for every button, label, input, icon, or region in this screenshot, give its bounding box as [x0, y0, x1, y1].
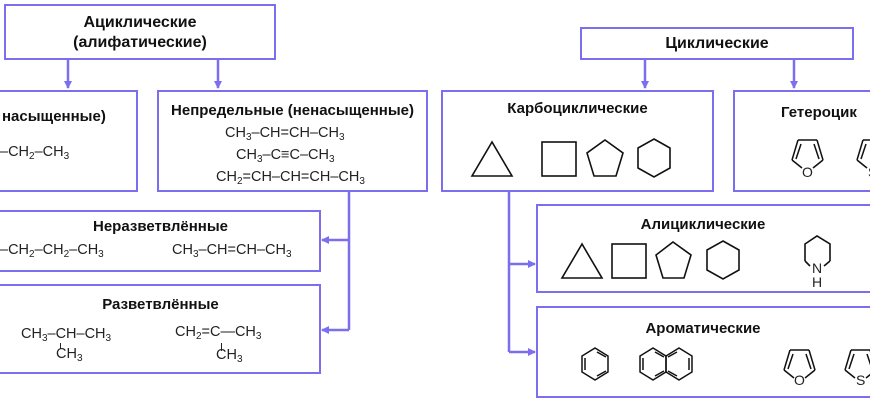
formula-isobutene: CH2=C—CH3 [175, 324, 262, 342]
formula-butyne: CH3–C≡C–CH3 [236, 147, 335, 165]
cyclopropane-icon [560, 242, 604, 279]
formula-butane: –CH2–CH2–CH3 [0, 242, 104, 260]
saturated-title: насыщенные) [2, 108, 106, 125]
acyclic-title-line2: (алифатические) [73, 34, 207, 51]
thiophene-icon [856, 139, 870, 169]
aromatic-title: Ароматические [645, 320, 761, 337]
furan-oxygen: O [802, 164, 813, 180]
furan-icon [791, 139, 824, 169]
acyclic-box[interactable]: Ациклические (алифатические) [4, 4, 276, 60]
piperidine-icon [804, 235, 831, 267]
unsaturated-box[interactable]: Непредельные (ненасыщенные) CH3–CH=CH–CH… [157, 90, 428, 192]
cyclopropane-icon [470, 140, 514, 177]
thiophene-sulfur: S [856, 372, 866, 388]
bond-isobutene [221, 343, 222, 351]
carbocyclic-box[interactable]: Карбоциклические [441, 90, 714, 192]
benzene-icon [581, 347, 609, 381]
thiophene-icon [844, 349, 870, 379]
saturated-box[interactable]: насыщенные) –CH2–CH3 [0, 90, 138, 192]
aromatic-structures [581, 347, 870, 381]
branched-title: Разветвлённые [102, 296, 219, 313]
aromatic-box[interactable]: Ароматические [536, 306, 870, 398]
cyclobutane-icon [611, 243, 647, 279]
cyclohexane-icon [706, 240, 740, 280]
heterocyclic-title: Гетероцик [781, 104, 857, 121]
furan-oxygen: O [794, 372, 805, 388]
heterocyclic-box[interactable]: Гетероцик O S [733, 90, 870, 192]
piperidine-hydrogen: H [812, 274, 823, 290]
formula-isobutene-branch: CH3 [216, 347, 243, 365]
cyclic-title: Циклические [665, 35, 769, 52]
unsaturated-title: Непредельные (ненасыщенные) [171, 102, 414, 119]
formula-butene: CH3–CH=CH–CH3 [225, 125, 345, 143]
acyclic-title-line1: Ациклические [83, 14, 197, 31]
saturated-formula: –CH2–CH3 [0, 144, 70, 162]
cyclobutane-icon [541, 141, 577, 177]
piperidine-nitrogen: N [812, 260, 823, 276]
cyclopentane-icon [655, 241, 692, 279]
thiophene-sulfur: S [868, 164, 870, 180]
unbranched-title: Неразветвлённые [93, 218, 228, 235]
alicyclic-structures [560, 235, 831, 280]
cyclic-box[interactable]: Циклические [580, 27, 854, 60]
alicyclic-box[interactable]: Алициклические N H [536, 204, 870, 293]
carbocyclic-structures [470, 138, 671, 178]
formula-pentadiene: CH2=CH–CH=CH–CH3 [216, 169, 365, 187]
cyclohexane-icon [637, 138, 671, 178]
unbranched-box[interactable]: Неразветвлённые –CH2–CH2–CH3 CH3–CH=CH–C… [0, 210, 321, 272]
carbocyclic-title: Карбоциклические [507, 100, 648, 117]
bond-isobutane [60, 343, 61, 349]
alicyclic-title: Алициклические [640, 216, 766, 233]
cyclopentane-icon [586, 139, 624, 177]
heterocyclic-structures [791, 139, 870, 169]
naphthalene-icon [639, 347, 693, 381]
branched-box[interactable]: Разветвлённые CH3–CH–CH3 CH3 CH2=C—CH3 C… [0, 284, 321, 374]
formula-isobutane: CH3–CH–CH3 [21, 326, 112, 344]
formula-butene-2: CH3–CH=CH–CH3 [172, 242, 292, 260]
furan-icon [783, 349, 816, 379]
formula-isobutane-branch: CH3 [56, 346, 83, 364]
